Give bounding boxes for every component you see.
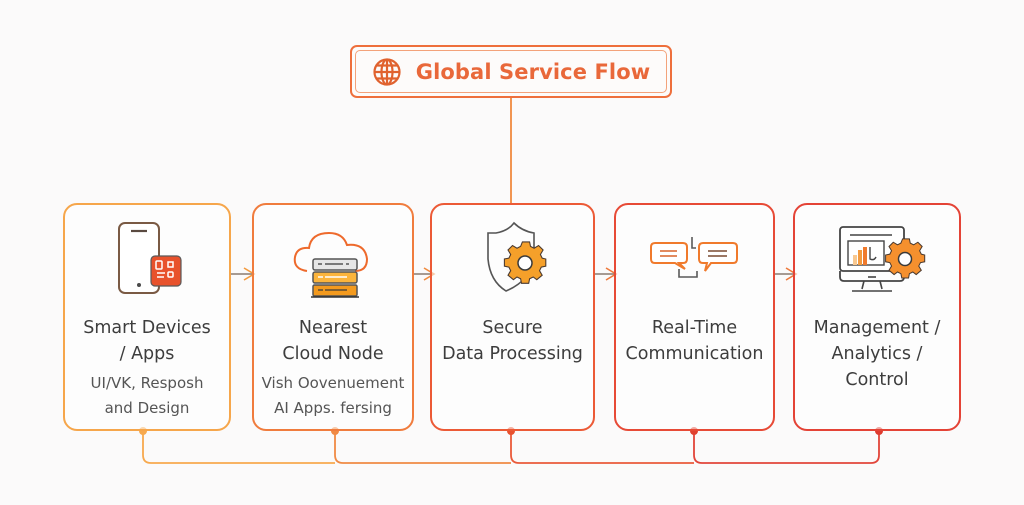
bottom-link-2 (334, 431, 511, 464)
flow-arrow-3 (595, 267, 618, 281)
stage-4-title-line1: Real-Time (651, 318, 738, 338)
diagram-title: Global Service Flow (415, 59, 651, 84)
stage-card-smart-devices[interactable]: Smart Devices / Apps UI/VK, Resposh and … (63, 203, 231, 431)
stage-4-title-line2: Communication (625, 344, 764, 364)
stage-5-title-line2: Analytics / Control (831, 344, 923, 390)
stage-card-cloud-node[interactable]: Nearest Cloud Node Vish Oovenuement AI A… (252, 203, 414, 431)
stage-1-title-line1: Smart Devices (83, 318, 211, 338)
bottom-link-3 (510, 431, 694, 464)
stage-card-management-analytics[interactable]: Management / Analytics / Control (793, 203, 961, 431)
smartphone-app-icon (118, 222, 182, 294)
chat-bubbles-icon (649, 237, 738, 278)
bottom-link-1 (142, 431, 335, 464)
title-box: Global Service Flow (350, 45, 672, 98)
stage-1-subtitle-line1: UI/VK, Resposh (90, 374, 204, 392)
stage-3-title-line1: Secure (482, 318, 543, 338)
cloud-server-icon (293, 231, 369, 298)
stage-card-realtime-communication[interactable]: Real-Time Communication (614, 203, 775, 431)
monitor-gear-icon (839, 226, 926, 292)
stage-2-subtitle-line2: AI Apps. fersing (274, 399, 392, 417)
shield-gear-icon (486, 221, 546, 292)
stage-2-title-line1: Nearest (298, 318, 368, 338)
stage-card-secure-processing[interactable]: Secure Data Processing (430, 203, 595, 431)
flow-arrow-1 (231, 267, 256, 281)
stage-2-subtitle-line1: Vish Oovenuement (261, 374, 405, 392)
globe-icon (373, 57, 401, 86)
bottom-link-4 (693, 431, 880, 464)
stage-1-subtitle-line2: and Design (104, 399, 190, 417)
stage-5-title-line1: Management / (813, 318, 941, 338)
stage-2-title-line2: Cloud Node (282, 344, 384, 364)
stage-1-title-line2: / Apps (119, 344, 175, 364)
stage-3-title-line2: Data Processing (442, 344, 583, 364)
